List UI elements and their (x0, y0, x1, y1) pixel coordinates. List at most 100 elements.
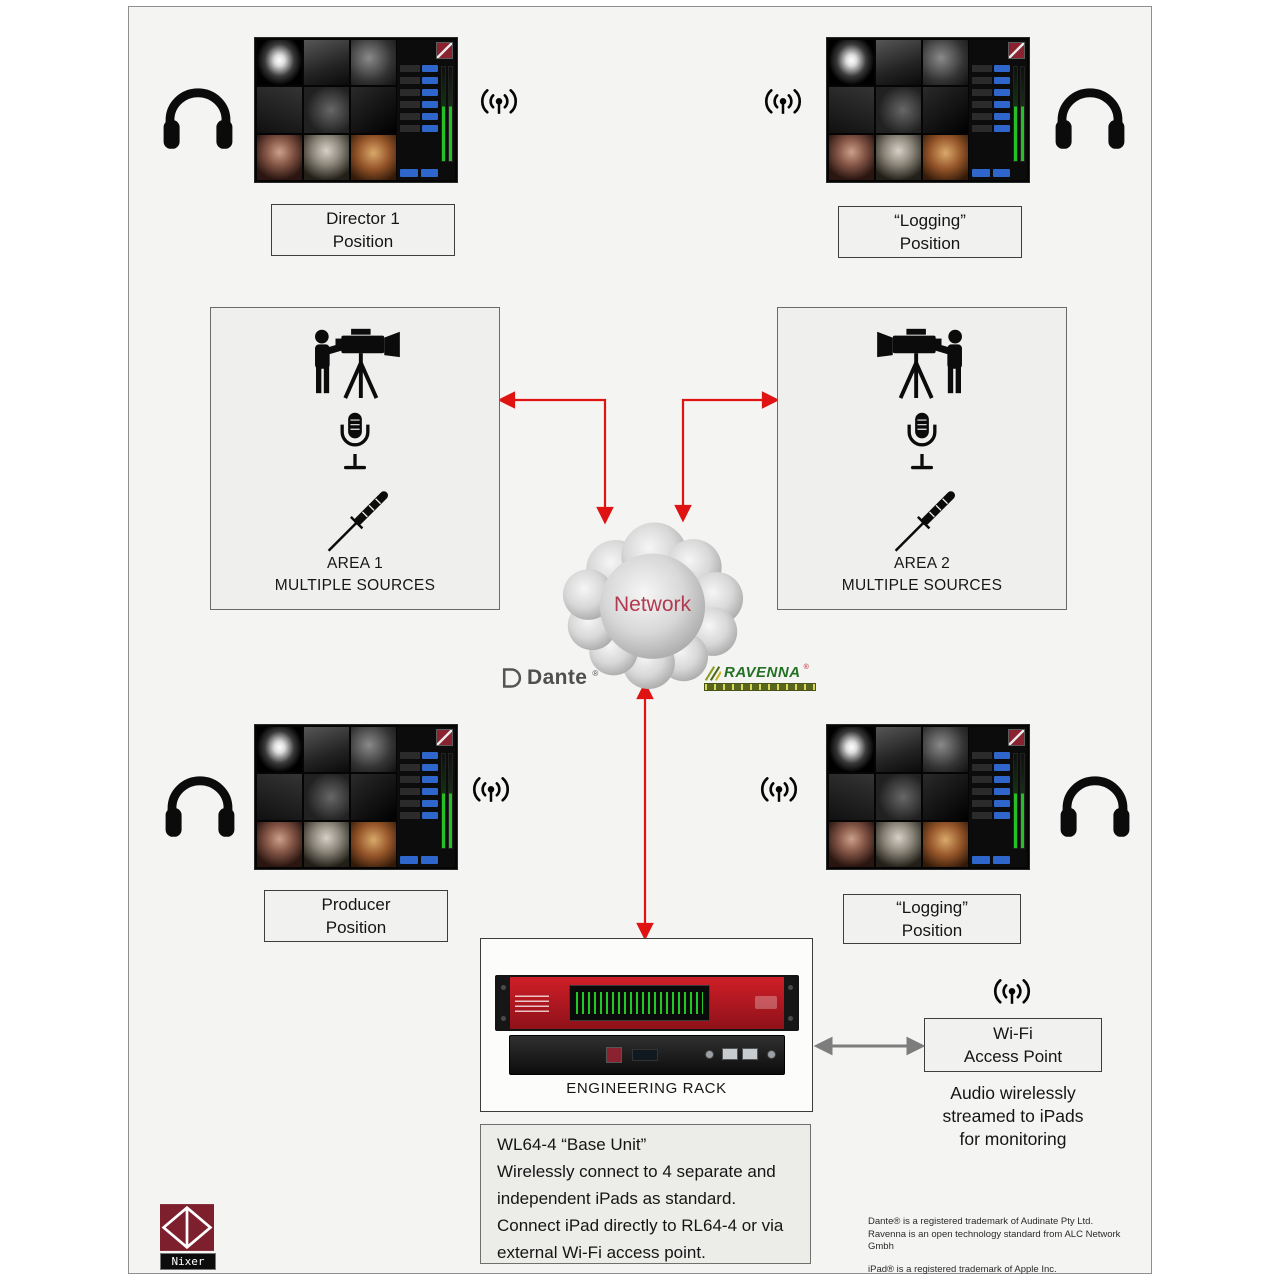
wifi-signal-icon (758, 88, 808, 124)
camera-operator-icon (862, 322, 982, 400)
mixer-control-panel (397, 727, 455, 867)
channel-button (994, 764, 1010, 771)
video-cell (829, 774, 875, 820)
boom-microphone-icon (318, 488, 392, 554)
channel-button (994, 101, 1010, 108)
area-1-box: AREA 1 MULTIPLE SOURCES (210, 307, 500, 610)
label-line: Position (332, 232, 394, 251)
registered-mark: ® (592, 669, 599, 678)
video-cell (351, 40, 397, 86)
label-logging-position-top: “Logging” Position (838, 206, 1022, 258)
channel-button (422, 788, 438, 795)
video-cell (304, 87, 350, 133)
led-meter-display (569, 985, 710, 1021)
video-cell (304, 40, 350, 86)
area-2-title: AREA 2 MULTIPLE SOURCES (841, 555, 1003, 594)
video-thumbnail-grid (829, 727, 969, 867)
network-port (722, 1048, 738, 1060)
unit-display (632, 1049, 658, 1061)
video-cell (923, 727, 969, 773)
video-cell (829, 87, 875, 133)
rack-ear (497, 977, 510, 1029)
label-line: “Logging” (896, 898, 968, 917)
wifi-signal-icon (754, 776, 804, 812)
ipad-multiviewer-screen (826, 724, 1030, 870)
channel-button (422, 65, 438, 72)
nixer-logo: Nixer (160, 1204, 216, 1270)
engineering-rack-label: ENGINEERING RACK (566, 1080, 727, 1097)
nixer-screen-logo-icon (1008, 42, 1025, 59)
ipad-multiviewer-screen (826, 37, 1030, 183)
studio-microphone-icon (899, 410, 945, 476)
video-cell (876, 821, 922, 867)
dante-wordmark: Dante (527, 666, 588, 689)
ravenna-tagline-bar (704, 683, 816, 691)
headphones-icon (160, 768, 240, 840)
label-logging-position-bottom: “Logging” Position (843, 894, 1021, 944)
network-label: Network (613, 593, 692, 616)
video-cell (257, 134, 303, 180)
label-line: Access Point (963, 1047, 1063, 1066)
vu-meters (441, 66, 453, 162)
network-port (742, 1048, 758, 1060)
channel-button (994, 125, 1010, 132)
studio-microphone-icon (332, 410, 378, 476)
label-line: Position (899, 234, 961, 253)
bottom-buttons (972, 169, 1010, 177)
nixer-wordmark: Nixer (160, 1253, 216, 1270)
ipad-screen-director (254, 37, 458, 183)
channel-control-rows (972, 752, 1010, 824)
dante-logo: Dante ® (500, 666, 598, 690)
label-director-1-position: Director 1 Position (271, 204, 455, 256)
video-cell (923, 87, 969, 133)
label-line: Director 1 (326, 209, 400, 228)
ipad-multiviewer-screen (254, 724, 458, 870)
video-cell (923, 134, 969, 180)
nixer-mark-icon (160, 1204, 214, 1251)
video-cell (923, 40, 969, 86)
wifi-access-point-box: Wi-Fi Access Point (924, 1018, 1102, 1072)
video-cell (351, 774, 397, 820)
ipad-screen-logging-bottom (826, 724, 1030, 870)
second-rack-unit (509, 1035, 785, 1075)
video-thumbnail-grid (257, 40, 397, 180)
channel-button (422, 125, 438, 132)
channel-button (422, 101, 438, 108)
channel-control-rows (400, 752, 438, 824)
headphones-icon (1055, 768, 1135, 840)
video-cell (304, 727, 350, 773)
rack-badge (755, 995, 777, 1009)
video-cell (829, 821, 875, 867)
camera-operator-icon (295, 322, 415, 400)
mixer-control-panel (397, 40, 455, 180)
channel-button (994, 788, 1010, 795)
rack-ear (784, 977, 797, 1029)
video-cell (923, 774, 969, 820)
area-2-box: AREA 2 MULTIPLE SOURCES (777, 307, 1067, 610)
wireless-streaming-note: Audio wirelessly streamed to iPads for m… (942, 1083, 1084, 1149)
connector (705, 1050, 714, 1059)
mixer-control-panel (969, 40, 1027, 180)
label-line: “Logging” (894, 211, 966, 230)
ravenna-wordmark: RAVENNA (724, 664, 801, 681)
video-cell (257, 774, 303, 820)
boom-microphone-icon (885, 488, 959, 554)
channel-button (422, 113, 438, 120)
video-cell (876, 134, 922, 180)
ravenna-logo: RAVENNA ® (704, 664, 816, 691)
registered-mark: ® (803, 664, 809, 671)
video-cell (829, 134, 875, 180)
video-cell (923, 821, 969, 867)
headphones-icon (1050, 80, 1130, 152)
video-cell (351, 727, 397, 773)
dante-mark-icon (502, 668, 522, 688)
video-cell (257, 87, 303, 133)
wifi-signal-icon (474, 88, 524, 124)
video-cell (876, 87, 922, 133)
video-cell (876, 40, 922, 86)
vu-meters (441, 753, 453, 849)
video-cell (257, 821, 303, 867)
bottom-buttons (400, 169, 438, 177)
connector (767, 1050, 776, 1059)
cloud-icon (562, 522, 744, 690)
